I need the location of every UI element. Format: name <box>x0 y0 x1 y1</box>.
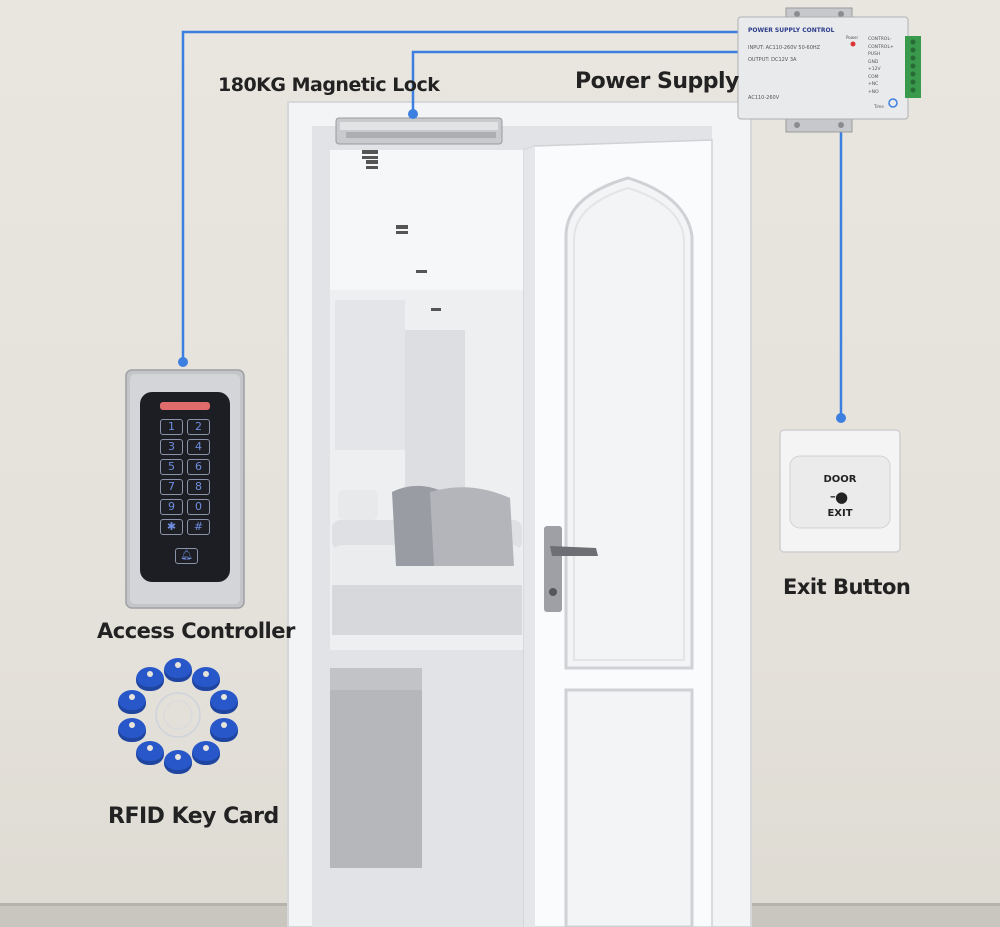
power-indicator-label: Power <box>846 35 859 40</box>
rfid-fob-icon <box>164 749 192 774</box>
door-arch-panel <box>564 176 694 670</box>
keypad-key: 9 <box>160 499 183 515</box>
bell-icon: 🔔︎ <box>175 548 198 564</box>
rfid-fob-icon <box>192 667 221 692</box>
terminal-label: GND <box>868 59 879 65</box>
door-handle-plate <box>544 526 562 612</box>
keypad-key: 2 <box>187 419 210 435</box>
keypad-key: 1 <box>160 419 183 435</box>
time-label: Time <box>874 104 884 109</box>
keypad-key: 7 <box>160 479 183 495</box>
rfid-fobs <box>155 692 201 738</box>
power-supply-ac-label: AC110-260V <box>748 95 780 101</box>
time-knob <box>888 98 898 108</box>
rfid-fob-icon <box>164 658 192 683</box>
exit-button-exit-text: EXIT <box>827 508 853 519</box>
keypad-key: 4 <box>187 439 210 455</box>
terminal-label: PUSH <box>868 52 881 57</box>
rfid-fob-icon <box>209 718 238 743</box>
power-led <box>850 41 856 47</box>
rfid-fob-icon <box>192 740 221 765</box>
terminal-label: +12V <box>868 67 881 72</box>
exit-button-door-text: DOOR <box>823 474 857 485</box>
wire-controller-to-supply <box>181 30 738 360</box>
status-light <box>160 402 210 410</box>
rfid-fob-icon <box>118 718 147 743</box>
terminal-label: +NO <box>868 89 879 95</box>
magnetic-lock-label: 180KG Magnetic Lock <box>218 74 440 96</box>
rfid-key-card-label: RFID Key Card <box>108 804 279 829</box>
access-controller-label: Access Controller <box>97 619 295 643</box>
power-supply-label: Power Supply <box>575 69 739 94</box>
keypad-key: ✱ <box>160 519 183 535</box>
terminal-label: +NC <box>868 82 879 87</box>
keypad-key: 0 <box>187 499 210 515</box>
keypad-key: 6 <box>187 459 210 475</box>
keypad-key: 3 <box>160 439 183 455</box>
terminal-label: CONTROL+ <box>868 44 894 50</box>
terminal-label: COM <box>868 74 879 80</box>
rfid-fob-icon <box>209 689 238 714</box>
magnetic-lock <box>335 117 503 145</box>
exit-button-label: Exit Button <box>783 575 911 599</box>
wire-lock-to-supply <box>411 50 738 112</box>
rfid-fob-icon <box>135 740 164 765</box>
keypad-key: # <box>187 519 210 535</box>
terminal-label: CONTROL- <box>868 37 892 42</box>
keypad-key: 5 <box>160 459 183 475</box>
power-supply-title: POWER SUPPLY CONTROL <box>748 27 835 34</box>
door-handle <box>550 546 598 556</box>
key-icon: ╶● <box>826 488 849 506</box>
keypad-key: 8 <box>187 479 210 495</box>
rfid-fob-icon <box>118 689 147 714</box>
power-supply-input: INPUT: AC110-260V 50-60HZ <box>748 45 821 51</box>
door-lower-panel <box>564 688 694 927</box>
rfid-fob-icon <box>135 667 164 692</box>
power-supply-output: OUTPUT: DC12V 3A <box>748 57 797 63</box>
